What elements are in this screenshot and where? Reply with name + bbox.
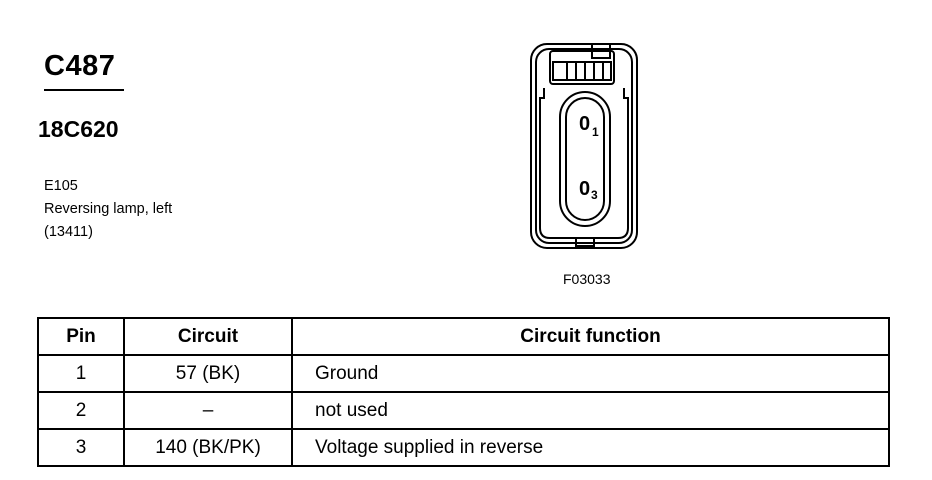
cell-pin: 1 — [37, 354, 125, 393]
bottom-key — [575, 237, 595, 247]
header-circuit: Circuit — [123, 317, 293, 356]
connector-id-underline — [44, 89, 124, 91]
cell-circuit: – — [123, 391, 293, 430]
svg-text:0: 0 — [579, 113, 590, 135]
svg-text:1: 1 — [592, 125, 599, 139]
connector-id: C487 — [44, 50, 116, 82]
cell-function: Ground — [291, 354, 890, 393]
table-row: 2 – not used — [37, 391, 890, 430]
cell-circuit: 140 (BK/PK) — [123, 428, 293, 467]
base-number: (13411) — [44, 224, 93, 240]
header-circuit-function: Circuit function — [291, 317, 890, 356]
connector-outer-shell — [530, 43, 638, 249]
component-code: E105 — [44, 178, 78, 194]
figure-code: F03033 — [563, 271, 611, 287]
cell-function: Voltage supplied in reverse — [291, 428, 890, 467]
cell-pin: 2 — [37, 391, 125, 430]
connector-inner-shell — [535, 48, 633, 244]
cell-circuit: 57 (BK) — [123, 354, 293, 393]
cell-function: not used — [291, 391, 890, 430]
locking-tab — [549, 50, 615, 85]
svg-text:3: 3 — [591, 188, 598, 202]
component-name: Reversing lamp, left — [44, 201, 173, 217]
part-number: 18C620 — [38, 116, 119, 142]
table-row: 1 57 (BK) Ground — [37, 354, 890, 393]
header-pin: Pin — [37, 317, 125, 356]
pin-table: Pin Circuit Circuit function 1 57 (BK) G… — [37, 317, 890, 467]
terminal-cavity — [559, 91, 611, 227]
pin-3-label: 0 3 — [579, 178, 598, 202]
table-row: 3 140 (BK/PK) Voltage supplied in revers… — [37, 428, 890, 467]
connector-face-diagram: 0 1 0 3 — [530, 43, 638, 249]
pin-1-label: 0 1 — [579, 113, 599, 139]
cell-pin: 3 — [37, 428, 125, 467]
table-header-row: Pin Circuit Circuit function — [37, 317, 890, 356]
svg-text:0: 0 — [579, 178, 590, 200]
